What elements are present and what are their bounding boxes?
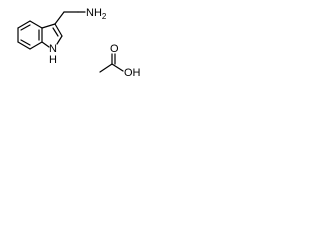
double-bond xyxy=(20,39,31,46)
bond xyxy=(41,41,50,48)
ethylamine-chain xyxy=(54,11,86,25)
double-bond xyxy=(20,24,31,31)
amine-element: NH xyxy=(86,7,102,19)
amine-label: NH2 xyxy=(86,7,107,21)
benzene-ring xyxy=(17,20,43,50)
amine-subscript: 2 xyxy=(102,12,107,21)
bond xyxy=(29,41,43,50)
double-bond xyxy=(52,27,59,37)
bond xyxy=(17,41,31,50)
bond xyxy=(99,63,113,73)
bond xyxy=(17,20,31,29)
hydroxyl-label: OH xyxy=(124,67,141,79)
structure-canvas: NH2 N H O OH xyxy=(0,0,160,90)
bond xyxy=(54,11,65,25)
bond xyxy=(111,63,124,72)
pyrrole-ring xyxy=(41,23,63,48)
bond xyxy=(56,35,63,45)
bond xyxy=(54,23,63,37)
tryptamine-molecule: NH2 N H xyxy=(17,7,107,66)
bond xyxy=(41,23,56,29)
ring-nitrogen-label: N xyxy=(49,43,57,55)
ring-nitrogen-hydrogen-label: H xyxy=(49,54,57,66)
bond xyxy=(29,20,43,29)
chemical-structure-diagram: NH2 N H O OH xyxy=(17,7,141,79)
acetic-acid-molecule: O OH xyxy=(99,43,141,79)
carbonyl-oxygen-label: O xyxy=(110,43,119,55)
